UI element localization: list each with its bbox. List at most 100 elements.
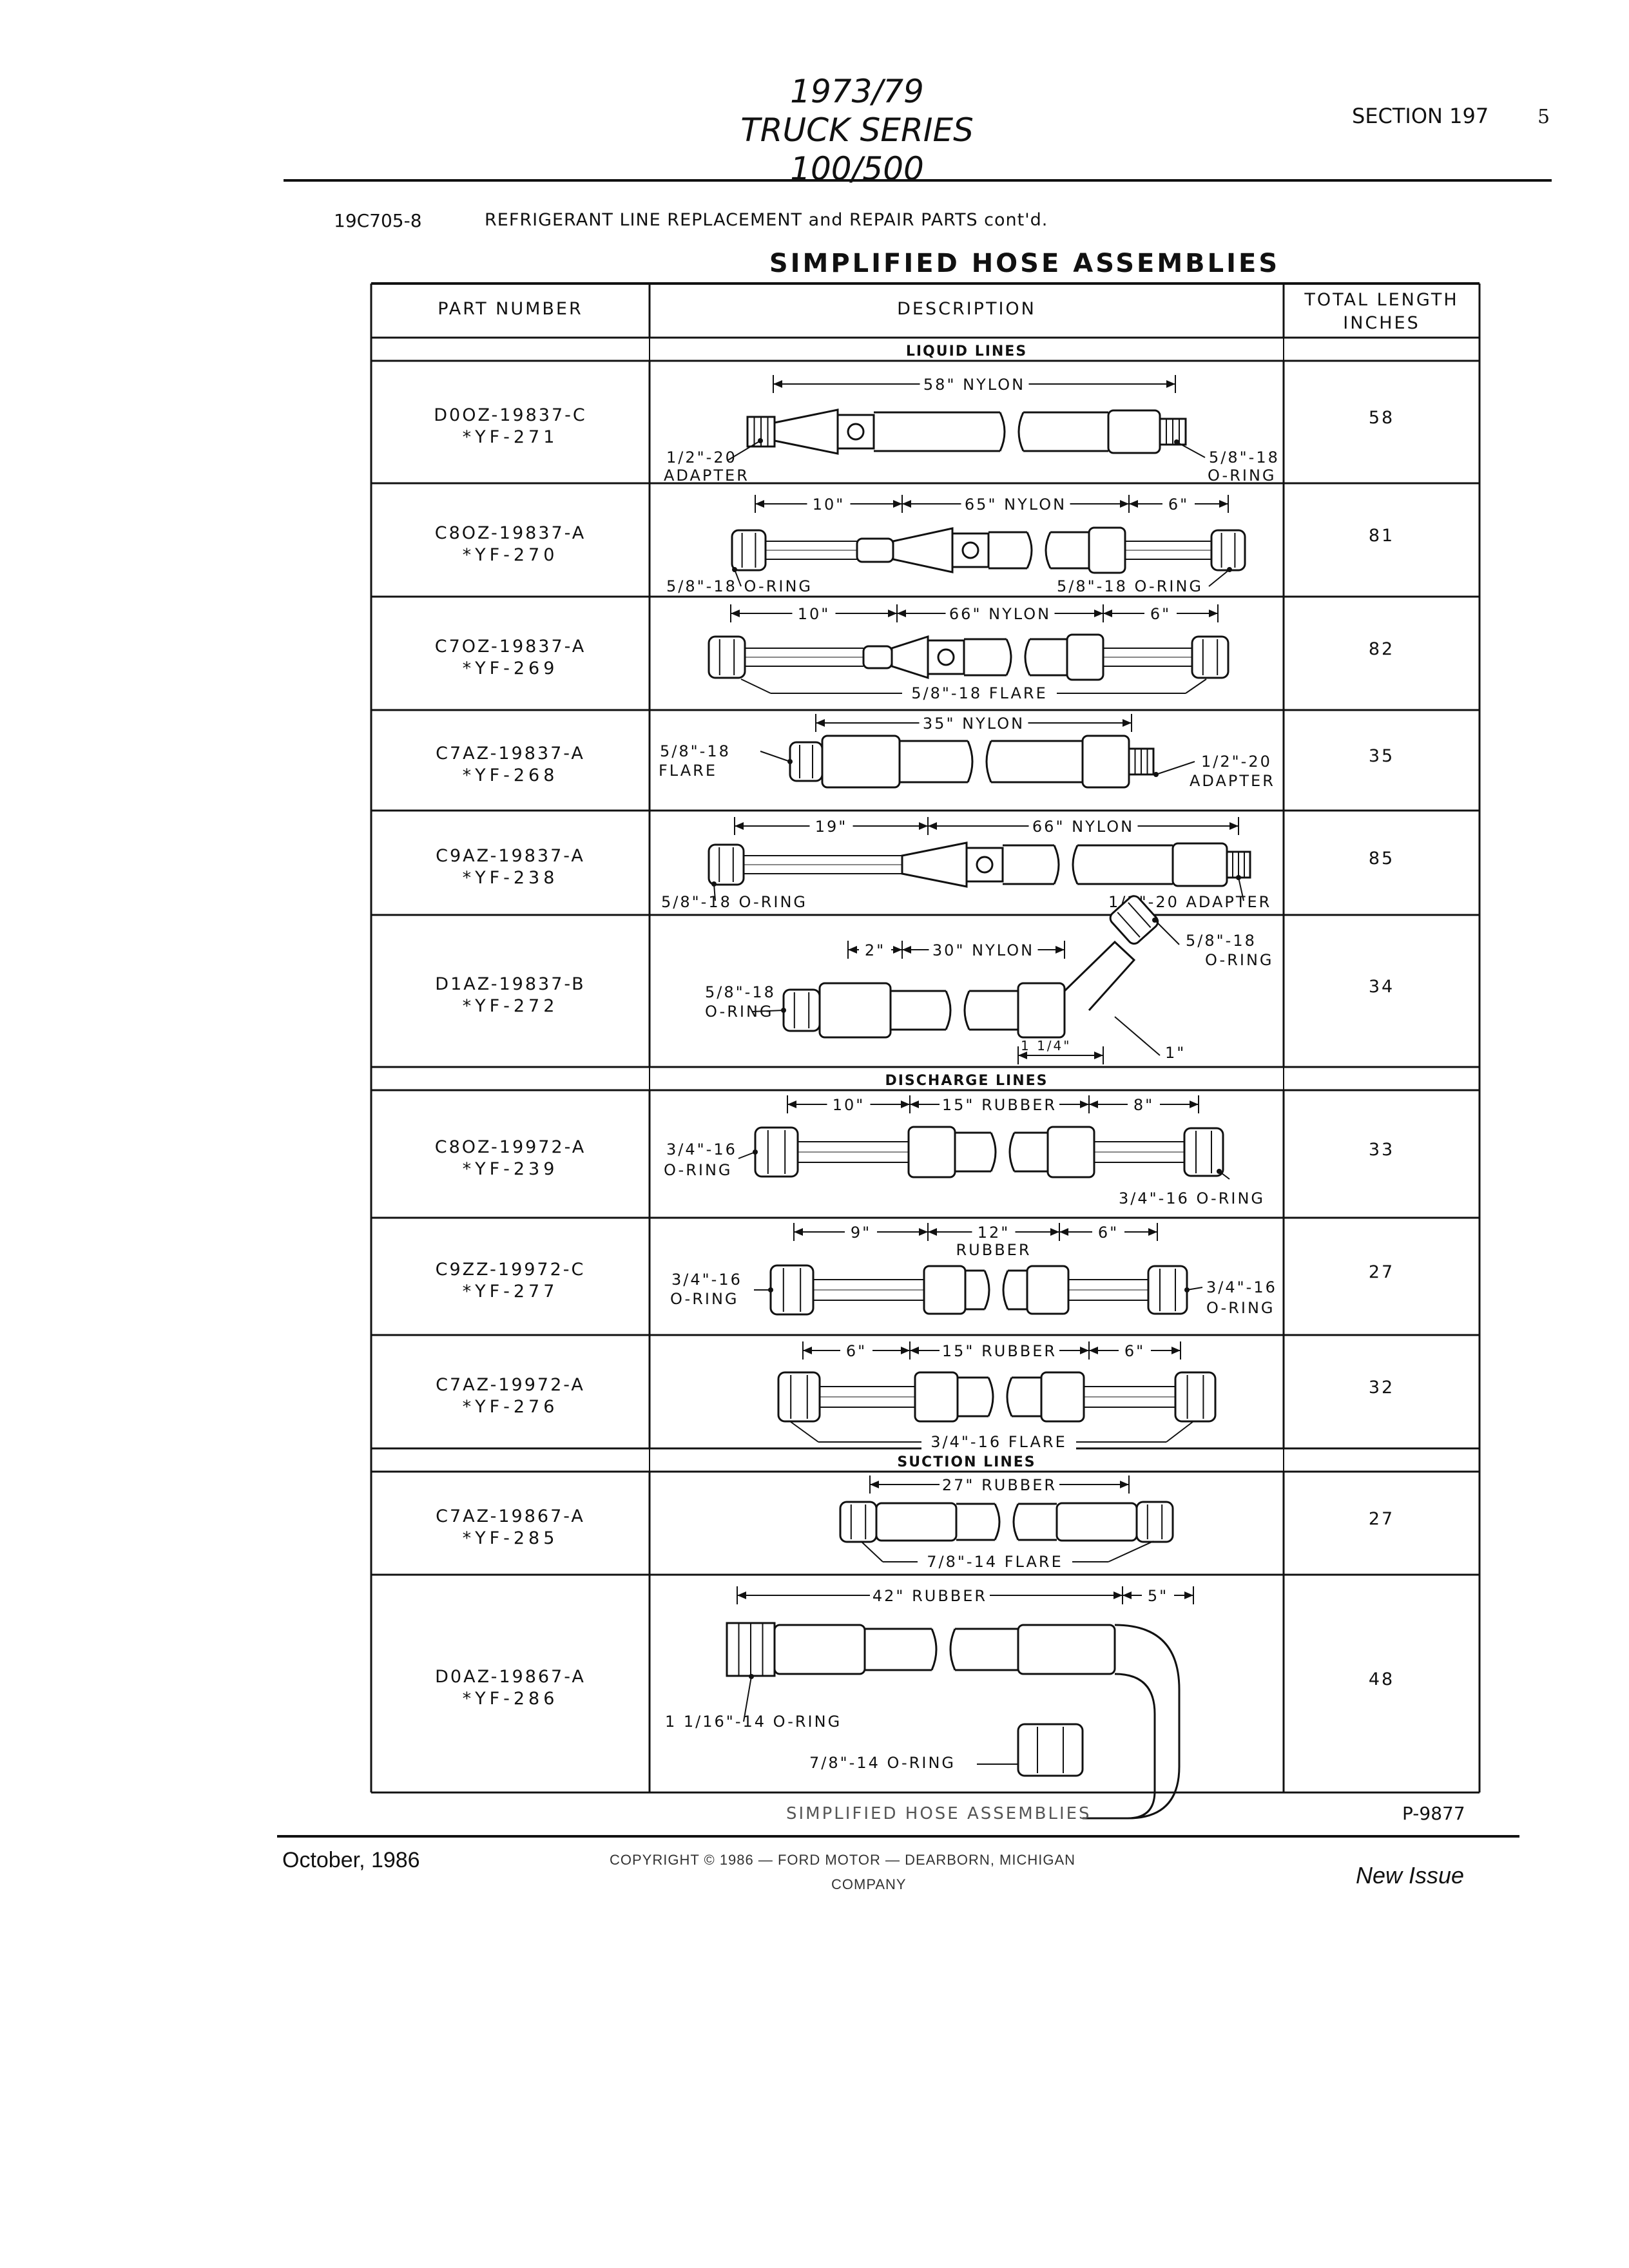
page-number: 5 bbox=[1537, 106, 1550, 128]
dimension-line: 58" NYLON bbox=[773, 374, 1176, 394]
dimension-label: 15" RUBBER bbox=[942, 1342, 1057, 1360]
part-number: D1AZ-19837-B bbox=[435, 974, 585, 994]
total-length: 81 bbox=[1369, 526, 1394, 546]
nut-body bbox=[782, 988, 821, 1032]
dimension-arrow bbox=[901, 1347, 910, 1354]
dimension-gap bbox=[870, 1585, 990, 1604]
metal-tube bbox=[820, 1386, 915, 1408]
hex-nut bbox=[777, 1371, 821, 1423]
dimension-line: 5" bbox=[1122, 1585, 1194, 1605]
text-label: O-RING bbox=[1208, 466, 1277, 485]
dimension-line: 30" NYLON bbox=[901, 939, 1065, 959]
hose-break bbox=[1002, 1270, 1009, 1310]
crimp-sleeve bbox=[862, 645, 893, 669]
metal-tube bbox=[1125, 541, 1211, 560]
dimension-arrow bbox=[928, 1228, 937, 1236]
nut-body bbox=[1147, 1265, 1188, 1315]
dimension-arrow bbox=[897, 610, 906, 617]
text-label: O-RING bbox=[1205, 951, 1274, 969]
dimension-gap bbox=[1119, 1340, 1151, 1360]
dimension-gap bbox=[929, 939, 1038, 959]
dimension-line: 66" NYLON bbox=[896, 603, 1104, 623]
hose-break bbox=[1072, 845, 1079, 885]
dimension-arrow bbox=[1103, 610, 1112, 617]
metal-tube bbox=[766, 541, 857, 560]
metal-tube bbox=[1084, 1386, 1175, 1408]
footer-copyright: COPYRIGHT © 1986 — FORD MOTOR — DEARBORN… bbox=[610, 1852, 1076, 1868]
reference-code: 19C705-8 bbox=[334, 210, 422, 231]
text-label: 5/8"-18 bbox=[660, 742, 731, 760]
service-valve bbox=[951, 532, 990, 568]
leader-line bbox=[743, 1676, 752, 1722]
leader-point bbox=[1227, 567, 1232, 572]
part-number: C9AZ-19837-A bbox=[436, 846, 585, 866]
crimp-sleeve bbox=[1171, 842, 1228, 887]
dimension-gap bbox=[940, 1474, 1059, 1494]
part-number: C7AZ-19972-A bbox=[436, 1375, 585, 1395]
dimension-arrow bbox=[773, 380, 782, 388]
total-length: 32 bbox=[1369, 1378, 1394, 1398]
service-code: *YF-239 bbox=[463, 1159, 559, 1179]
dimension-arrow bbox=[870, 1481, 879, 1488]
dimension-gap bbox=[840, 1340, 872, 1360]
dimension-arrow bbox=[1219, 500, 1228, 508]
dimension-arrow bbox=[1123, 719, 1132, 727]
footer-copyright-company: COMPANY bbox=[831, 1876, 907, 1892]
text-label: 3/4"-16 FLARE bbox=[930, 1433, 1066, 1451]
header-inches: INCHES bbox=[1343, 313, 1420, 333]
hose-body bbox=[891, 990, 1018, 1031]
leader-line bbox=[1166, 1421, 1194, 1443]
valve-port bbox=[937, 648, 955, 666]
dimension-label: 2" bbox=[865, 941, 885, 959]
nut-body bbox=[708, 843, 745, 886]
text-label: O-RING bbox=[705, 1003, 774, 1021]
service-code: *YF-270 bbox=[463, 545, 559, 565]
leader-line bbox=[1108, 1541, 1154, 1562]
hex-nut bbox=[1174, 1371, 1217, 1423]
valve-port bbox=[961, 541, 979, 559]
service-code: *YF-276 bbox=[463, 1397, 559, 1417]
part-number: C7OZ-19837-A bbox=[435, 637, 586, 657]
dimension-arrow bbox=[1166, 380, 1175, 388]
dimension-label: 58" NYLON bbox=[923, 376, 1025, 394]
part-number: C8OZ-19972-A bbox=[435, 1137, 586, 1157]
leader-point bbox=[1217, 1169, 1222, 1174]
nut-body bbox=[708, 635, 746, 679]
leader-line bbox=[740, 678, 771, 694]
leader-line bbox=[752, 1010, 784, 1012]
hose-body bbox=[956, 1503, 1057, 1541]
hose-break bbox=[1024, 639, 1031, 676]
dimension-arrow bbox=[816, 719, 825, 727]
dimension-label: 19" bbox=[815, 818, 848, 836]
valve-body bbox=[836, 414, 875, 450]
dimension-arrow bbox=[902, 946, 911, 954]
leader-line bbox=[860, 1541, 883, 1562]
hose-body bbox=[964, 638, 1067, 677]
dimension-label: 27" RUBBER bbox=[942, 1476, 1057, 1494]
dimension-line: 66" NYLON bbox=[927, 816, 1239, 836]
service-code: *YF-277 bbox=[463, 1282, 559, 1302]
hose-break bbox=[1026, 532, 1033, 569]
dimension-label: 66" NYLON bbox=[949, 605, 1051, 623]
dimension-arrow bbox=[1171, 1347, 1181, 1354]
crimp-sleeve bbox=[1017, 982, 1066, 1039]
leader-line bbox=[1176, 441, 1206, 458]
header-section: SECTION 197 bbox=[1352, 104, 1489, 128]
hose-break bbox=[1053, 845, 1060, 885]
dimension-line: 6" bbox=[1103, 603, 1219, 623]
dimension-line: 2" bbox=[847, 939, 903, 959]
dimension-line: 6" bbox=[1128, 494, 1229, 514]
header-years: 1973/79 bbox=[790, 73, 924, 110]
dimension-gap bbox=[807, 494, 851, 513]
dimension-arrow bbox=[928, 822, 937, 830]
metal-tube bbox=[1068, 1279, 1148, 1301]
metal-tube bbox=[813, 1279, 924, 1301]
text-label: 1/2"-20 bbox=[666, 448, 737, 466]
